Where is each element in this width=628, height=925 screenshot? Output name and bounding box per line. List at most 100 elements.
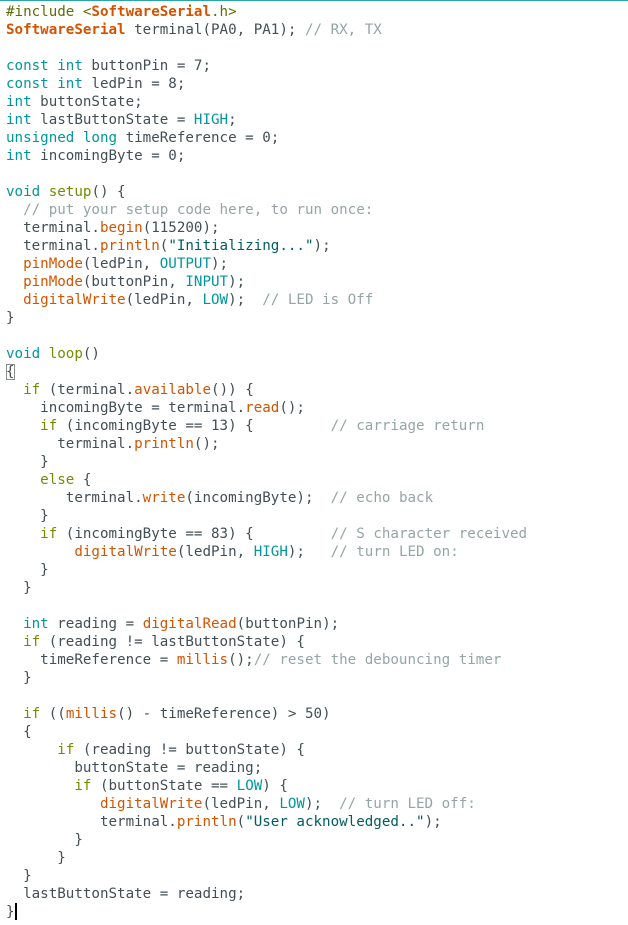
- code-line[interactable]: terminal.write(incomingByte); // echo ba…: [6, 489, 624, 507]
- code-token: (ledPin,: [82, 256, 160, 272]
- code-line[interactable]: else {: [6, 471, 624, 489]
- code-line[interactable]: timeReference = millis();// reset the de…: [6, 651, 624, 669]
- code-token: terminal.: [6, 490, 143, 506]
- code-token: [6, 472, 40, 488]
- code-line[interactable]: digitalWrite(ledPin, LOW); // turn LED o…: [6, 795, 624, 813]
- code-token: // turn LED off:: [339, 796, 476, 812]
- code-line[interactable]: terminal.println("User acknowledged..");: [6, 813, 624, 831]
- code-line[interactable]: int incomingByte = 0;: [6, 147, 624, 165]
- code-line[interactable]: if (reading != lastButtonState) {: [6, 633, 624, 651]
- code-line[interactable]: if (reading != buttonState) {: [6, 741, 624, 759]
- code-token: ledPin = 8;: [82, 76, 186, 92]
- code-line[interactable]: void setup() {: [6, 183, 624, 201]
- code-line[interactable]: incomingByte = terminal.read();: [6, 399, 624, 417]
- code-line[interactable]: }: [6, 831, 624, 849]
- code-token: write: [142, 490, 186, 506]
- code-token: if: [23, 634, 41, 650]
- code-line[interactable]: unsigned long timeReference = 0;: [6, 129, 624, 147]
- code-token: pinMode: [23, 256, 83, 272]
- code-token: setup: [48, 184, 92, 200]
- code-token: if: [57, 742, 75, 758]
- code-token: (115200);: [142, 220, 220, 236]
- code-line[interactable]: digitalWrite(ledPin, LOW); // LED is Off: [6, 291, 624, 309]
- code-line[interactable]: }: [6, 507, 624, 525]
- code-line[interactable]: const int buttonPin = 7;: [6, 57, 624, 75]
- code-line[interactable]: if (incomingByte == 13) { // carriage re…: [6, 417, 624, 435]
- code-token: ()) {: [211, 382, 254, 398]
- code-token: read: [245, 400, 280, 416]
- code-text-area[interactable]: #include <SoftwareSerial.h>SoftwareSeria…: [6, 3, 624, 921]
- code-token: LOW: [236, 778, 263, 794]
- code-line[interactable]: int lastButtonState = HIGH;: [6, 111, 624, 129]
- code-line[interactable]: {: [6, 723, 624, 741]
- code-line[interactable]: pinMode(ledPin, OUTPUT);: [6, 255, 624, 273]
- code-token: HIGH: [193, 112, 229, 128]
- code-token: }: [6, 454, 49, 470]
- code-line[interactable]: SoftwareSerial terminal(PA0, PA1); // RX…: [6, 21, 624, 39]
- code-line[interactable]: pinMode(buttonPin, INPUT);: [6, 273, 624, 291]
- code-token: [6, 544, 74, 560]
- code-token: // S character received: [330, 526, 528, 542]
- code-token: SoftwareSerial: [6, 22, 126, 38]
- code-token: println: [99, 238, 160, 254]
- code-line[interactable]: }: [6, 579, 624, 597]
- code-token: // RX, TX: [304, 22, 382, 38]
- code-line[interactable]: }: [6, 453, 624, 471]
- code-token: LOW: [279, 796, 305, 812]
- code-token: [6, 634, 23, 650]
- code-line[interactable]: [6, 165, 624, 183]
- code-token: digitalWrite: [74, 544, 177, 560]
- code-token: int: [57, 76, 83, 92]
- code-line[interactable]: }: [6, 903, 624, 921]
- code-line[interactable]: }: [6, 561, 624, 579]
- code-line[interactable]: }: [6, 669, 624, 687]
- code-line[interactable]: {: [6, 363, 624, 381]
- code-line[interactable]: }: [6, 309, 624, 327]
- code-token: lastButtonState = reading;: [6, 886, 246, 902]
- code-line[interactable]: terminal.println();: [6, 435, 624, 453]
- code-line[interactable]: [6, 327, 624, 345]
- code-line[interactable]: void loop(): [6, 345, 624, 363]
- code-line[interactable]: lastButtonState = reading;: [6, 885, 624, 903]
- code-line[interactable]: [6, 39, 624, 57]
- code-token: ();: [193, 436, 220, 452]
- code-line[interactable]: if (terminal.available()) {: [6, 381, 624, 399]
- code-token: (: [236, 814, 246, 830]
- code-line[interactable]: int buttonState;: [6, 93, 624, 111]
- code-line[interactable]: terminal.println("Initializing...");: [6, 237, 624, 255]
- code-token: );: [228, 274, 246, 290]
- code-token: timeReference = 0;: [117, 130, 280, 146]
- code-token: (ledPin,: [202, 796, 280, 812]
- code-token: begin: [99, 220, 143, 236]
- code-token: if: [40, 526, 58, 542]
- code-line[interactable]: terminal.begin(115200);: [6, 219, 624, 237]
- code-line[interactable]: [6, 597, 624, 615]
- code-token: int: [23, 616, 49, 632]
- code-line[interactable]: digitalWrite(ledPin, HIGH); // turn LED …: [6, 543, 624, 561]
- code-token: ();: [228, 652, 254, 668]
- code-token: ();: [279, 400, 305, 416]
- code-line[interactable]: }: [6, 867, 624, 885]
- code-line[interactable]: [6, 687, 624, 705]
- code-token: [6, 616, 23, 632]
- code-token: [6, 382, 23, 398]
- code-token: );: [287, 544, 331, 560]
- code-line[interactable]: int reading = digitalRead(buttonPin);: [6, 615, 624, 633]
- code-token: ;: [228, 112, 237, 128]
- code-token: (buttonState ==: [91, 778, 237, 794]
- code-line[interactable]: if (buttonState == LOW) {: [6, 777, 624, 795]
- code-token: INPUT: [185, 274, 229, 290]
- code-line[interactable]: #include <SoftwareSerial.h>: [6, 3, 624, 21]
- code-line[interactable]: if ((millis() - timeReference) > 50): [6, 705, 624, 723]
- code-line[interactable]: if (incomingByte == 83) { // S character…: [6, 525, 624, 543]
- code-token: }: [6, 310, 15, 326]
- code-line[interactable]: // put your setup code here, to run once…: [6, 201, 624, 219]
- code-token: }: [6, 850, 66, 866]
- code-token: digitalRead: [142, 616, 237, 632]
- code-token: loop: [48, 346, 83, 362]
- code-line[interactable]: }: [6, 849, 624, 867]
- code-line[interactable]: buttonState = reading;: [6, 759, 624, 777]
- code-token: if: [23, 706, 41, 722]
- code-line[interactable]: const int ledPin = 8;: [6, 75, 624, 93]
